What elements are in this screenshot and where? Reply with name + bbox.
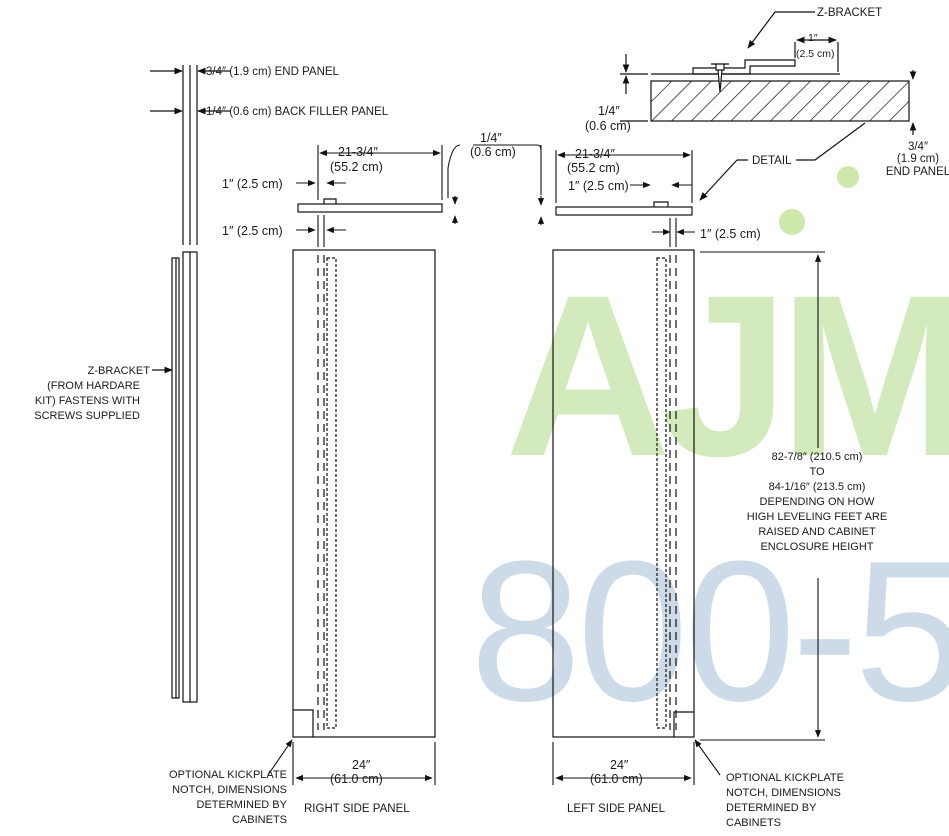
height-line-1: 82-7/8″ (210.5 cm) [772, 451, 863, 463]
right-kickplate-line-2: NOTCH, DIMENSIONS [172, 784, 287, 796]
right-kickplate-note: OPTIONAL KICKPLATE NOTCH, DIMENSIONS DET… [169, 769, 288, 826]
height-note: 82-7/8″ (210.5 cm) TO 84-1/16″ (213.5 cm… [747, 451, 887, 553]
left-width-top-1: 21-3/4″ [575, 147, 615, 161]
right-width-bottom-1: 24″ [352, 758, 371, 772]
watermark-text-top: AJMa [505, 247, 949, 504]
height-line-2: TO [809, 466, 825, 478]
right-panel-body [292, 249, 436, 738]
right-kickplate-line-3: DETERMINED BY [197, 799, 288, 811]
right-panel-top-view [297, 203, 443, 213]
right-kickplate-line-1: OPTIONAL KICKPLATE [169, 769, 287, 781]
height-line-7: ENCLOSURE HEIGHT [760, 541, 873, 553]
detail-one-inch-2: (2.5 cm) [796, 48, 835, 60]
watermark-text-bottom: 800-57 [470, 520, 949, 743]
left-kickplate-line-3: DETERMINED BY [726, 802, 817, 814]
left-width-bottom-1: 24″ [610, 758, 629, 772]
left-panel-dims [447, 144, 825, 785]
edge-view [171, 65, 198, 703]
left-panel-bracket-hidden [656, 257, 667, 729]
zbracket-note-line-2: (FROM HARDARE [47, 380, 140, 392]
watermark-dot-2 [837, 166, 859, 188]
end-panel-arrows [150, 67, 230, 374]
watermark: AJMa 800-57 [470, 166, 949, 743]
height-line-6: RAISED AND CABINET [758, 526, 876, 538]
height-line-5: HIGH LEVELING FEET ARE [747, 511, 887, 523]
detail-label: DETAIL [752, 155, 792, 167]
left-kickplate-line-2: NOTCH, DIMENSIONS [726, 787, 841, 799]
detail-end-panel-3: END PANEL [886, 166, 949, 178]
left-panel-caption: LEFT SIDE PANEL [567, 803, 666, 815]
detail-quarter-2: (0.6 cm) [585, 119, 631, 133]
watermark-dot-1 [779, 209, 805, 235]
right-kickplate-line-4: CABINETS [232, 814, 287, 826]
right-panel-dims [267, 145, 443, 785]
detail-end-panel [650, 80, 910, 122]
height-line-4: DEPENDING ON HOW [760, 496, 876, 508]
left-panel-body [552, 249, 695, 738]
left-panel-kick-notch [673, 711, 694, 737]
detail-quarter-1: 1/4″ [598, 104, 620, 118]
detail-end-panel-2: (1.9 cm) [897, 153, 939, 165]
right-panel-top-bracket [323, 198, 337, 204]
left-kickplate-line-4: CABINETS [726, 817, 781, 829]
end-panel-label: 3/4″ (1.9 cm) END PANEL [206, 66, 340, 78]
left-kickplate-line-1: OPTIONAL KICKPLATE [726, 772, 844, 784]
right-width-top-1: 21-3/4″ [338, 145, 378, 159]
zbracket-note-line-1: Z-BRACKET [88, 365, 151, 377]
back-filler-label: 1/4″ (0.6 cm) BACK FILLER PANEL [206, 106, 389, 118]
left-offset-top: 1″ (2.5 cm) [568, 179, 629, 193]
height-line-3: 84-1/16″ (213.5 cm) [769, 481, 866, 493]
right-offset-top: 1″ (2.5 cm) [222, 177, 283, 191]
zbracket-note-line-4: SCREWS SUPPLIED [34, 410, 140, 422]
zbracket-note-line-3: KIT) FASTENS WITH [35, 395, 140, 407]
detail-end-panel-1: 3/4″ [908, 141, 928, 153]
detail-screw [711, 63, 729, 93]
right-width-top-2: (55.2 cm) [330, 160, 383, 174]
left-panel-top-view [555, 206, 693, 216]
left-offset-right: 1″ (2.5 cm) [700, 227, 761, 241]
left-width-top-2: (55.2 cm) [567, 161, 620, 175]
right-offset-bottom: 1″ (2.5 cm) [222, 224, 283, 238]
right-panel-caption: RIGHT SIDE PANEL [304, 803, 410, 815]
right-side-panel [292, 198, 443, 738]
left-side-panel [552, 201, 695, 738]
detail-zbracket-label: Z-BRACKET [817, 7, 882, 19]
left-kickplate-note: OPTIONAL KICKPLATE NOTCH, DIMENSIONS DET… [726, 772, 844, 829]
right-panel-bracket-hidden [326, 257, 337, 729]
left-thickness-2: (0.6 cm) [470, 145, 516, 159]
detail-one-inch-1: 1″ [808, 32, 818, 44]
zbracket-note: Z-BRACKET (FROM HARDARE KIT) FASTENS WIT… [34, 365, 150, 422]
left-width-bottom-2: (61.0 cm) [590, 772, 643, 786]
detail-label-bg [748, 152, 796, 166]
detail-end-panel-note: 3/4″ (1.9 cm) END PANEL [886, 141, 949, 178]
detail-zbracket [692, 59, 796, 75]
right-width-bottom-2: (61.0 cm) [330, 772, 383, 786]
detail-view [620, 11, 917, 201]
right-panel-kick-notch [293, 709, 314, 737]
left-panel-top-bracket [653, 201, 669, 207]
left-thickness-1: 1/4″ [480, 131, 502, 145]
